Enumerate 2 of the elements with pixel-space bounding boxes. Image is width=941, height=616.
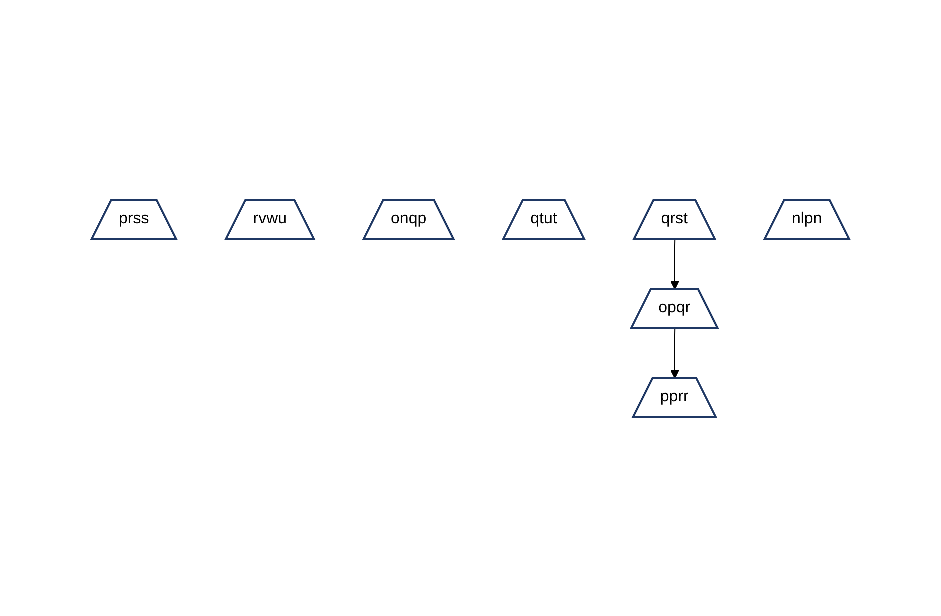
arrow: [670, 328, 680, 378]
arrow: [670, 238, 680, 290]
